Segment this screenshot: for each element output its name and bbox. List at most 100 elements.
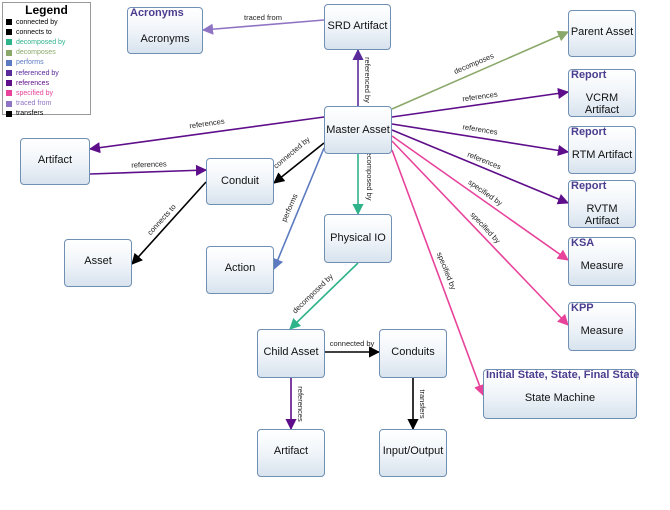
legend-item-label: decomposed by [16,38,66,46]
node-label: Acronyms [140,33,190,45]
node-title: KSA [571,237,595,249]
node-label: VCRM Artifact [584,92,620,116]
node-ksa-measure[interactable]: KSA Measure [568,237,636,286]
node-label: RVTM Artifact [584,203,620,227]
node-parent-asset[interactable]: Parent Asset [568,10,636,57]
node-label: Parent Asset [570,26,634,38]
node-child-asset[interactable]: Child Asset [257,329,325,378]
node-input-output[interactable]: Input/Output [379,429,447,477]
legend-item-label: traced from [16,100,52,108]
legend-item-label: referenced by [16,69,59,77]
node-title: Acronyms [130,7,184,19]
edge-label: decomposed by [290,272,335,315]
edge-label: transfers [418,389,427,418]
legend-item: connected by [3,17,90,27]
node-title: Report [571,126,607,138]
edge-connected-by-conduit [273,142,325,184]
node-label: Input/Output [382,445,444,457]
node-label: State Machine [524,392,596,404]
legend-item-label: decomposes [16,49,56,57]
legend-item-label: specified by [16,89,53,97]
legend-swatch [6,49,12,56]
node-label: Artifact [37,154,73,166]
legend-item-label: connected by [16,18,58,26]
edge-label: performs [279,192,299,223]
legend-swatch [6,90,12,97]
edge-performs-action [272,147,325,271]
node-master-asset[interactable]: Master Asset [324,106,392,154]
edge-decomposes-parent [391,30,570,110]
edge-label: connected by [272,135,312,171]
legend-title: Legend [25,3,68,17]
legend-item-label: performs [16,59,44,67]
legend-item-label: connects to [16,28,52,36]
legend-swatch [6,80,12,87]
edge-label: decomposes [452,51,495,76]
edge-label: specified by [435,251,458,291]
node-asset[interactable]: Asset [64,239,132,287]
legend-item: referenced by [3,68,90,78]
edge-label: decomposed by [365,148,374,201]
edge-label: references [189,117,226,131]
node-conduit[interactable]: Conduit [206,158,274,205]
edge-references-artifact-left [88,116,325,154]
legend-swatch [6,59,12,66]
node-label: SRD Artifact [327,20,388,32]
edge-references-rvtm [391,129,570,205]
node-title: KPP [571,302,594,314]
edge-decomposed-by-child [289,262,359,330]
node-physical-io[interactable]: Physical IO [324,214,392,263]
edge-traced-from [201,19,325,35]
edge-label: connected by [330,339,375,348]
legend-items: connected by connects to decomposed by deco… [3,17,90,119]
node-artifact-left[interactable]: Artifact [20,138,90,185]
legend: Legend connected by connects to decomposed… [2,2,91,117]
edge-label: references [296,386,305,422]
node-conduits[interactable]: Conduits [379,329,447,378]
legend-item-label: references [16,79,50,87]
legend-swatch [6,70,12,77]
legend-item: connects to [3,27,90,37]
node-label: RTM Artifact [571,149,633,161]
edge-references-vcrm [391,87,570,118]
node-title: Report [571,69,607,81]
node-label: Child Asset [263,346,319,358]
edge-specified-by-state [391,149,485,397]
node-label: Measure [580,260,624,272]
legend-item: traced from [3,99,90,109]
legend-item: references [3,78,90,88]
node-label: Artifact [273,445,309,457]
legend-swatch [6,110,12,117]
legend-swatch [6,100,12,107]
legend-item: decomposes [3,48,90,58]
edge-references-rtm [391,123,570,156]
legend-swatch [6,19,12,26]
node-title: Initial State, State, Final State [486,369,640,381]
edge-specified-by-ksa [391,135,569,261]
node-label: Conduit [221,175,259,187]
node-action[interactable]: Action [206,246,274,294]
edge-connects-to-asset [131,181,207,265]
node-title: Report [571,180,607,192]
legend-item: specified by [3,88,90,98]
edge-label: references [462,90,499,104]
edge-label: specified by [469,210,503,245]
node-label: Action [224,262,256,274]
node-label: Master Asset [326,124,390,136]
node-label: Asset [84,255,112,267]
edge-label: referenced by [363,57,372,103]
legend-item-label: transfers [16,110,44,118]
legend-swatch [6,39,12,46]
legend-swatch [6,29,12,36]
node-label: Conduits [391,346,435,358]
node-label: Physical IO [330,232,386,244]
node-artifact-bottom[interactable]: Artifact [257,429,325,477]
node-srd-artifact[interactable]: SRD Artifact [324,4,391,50]
